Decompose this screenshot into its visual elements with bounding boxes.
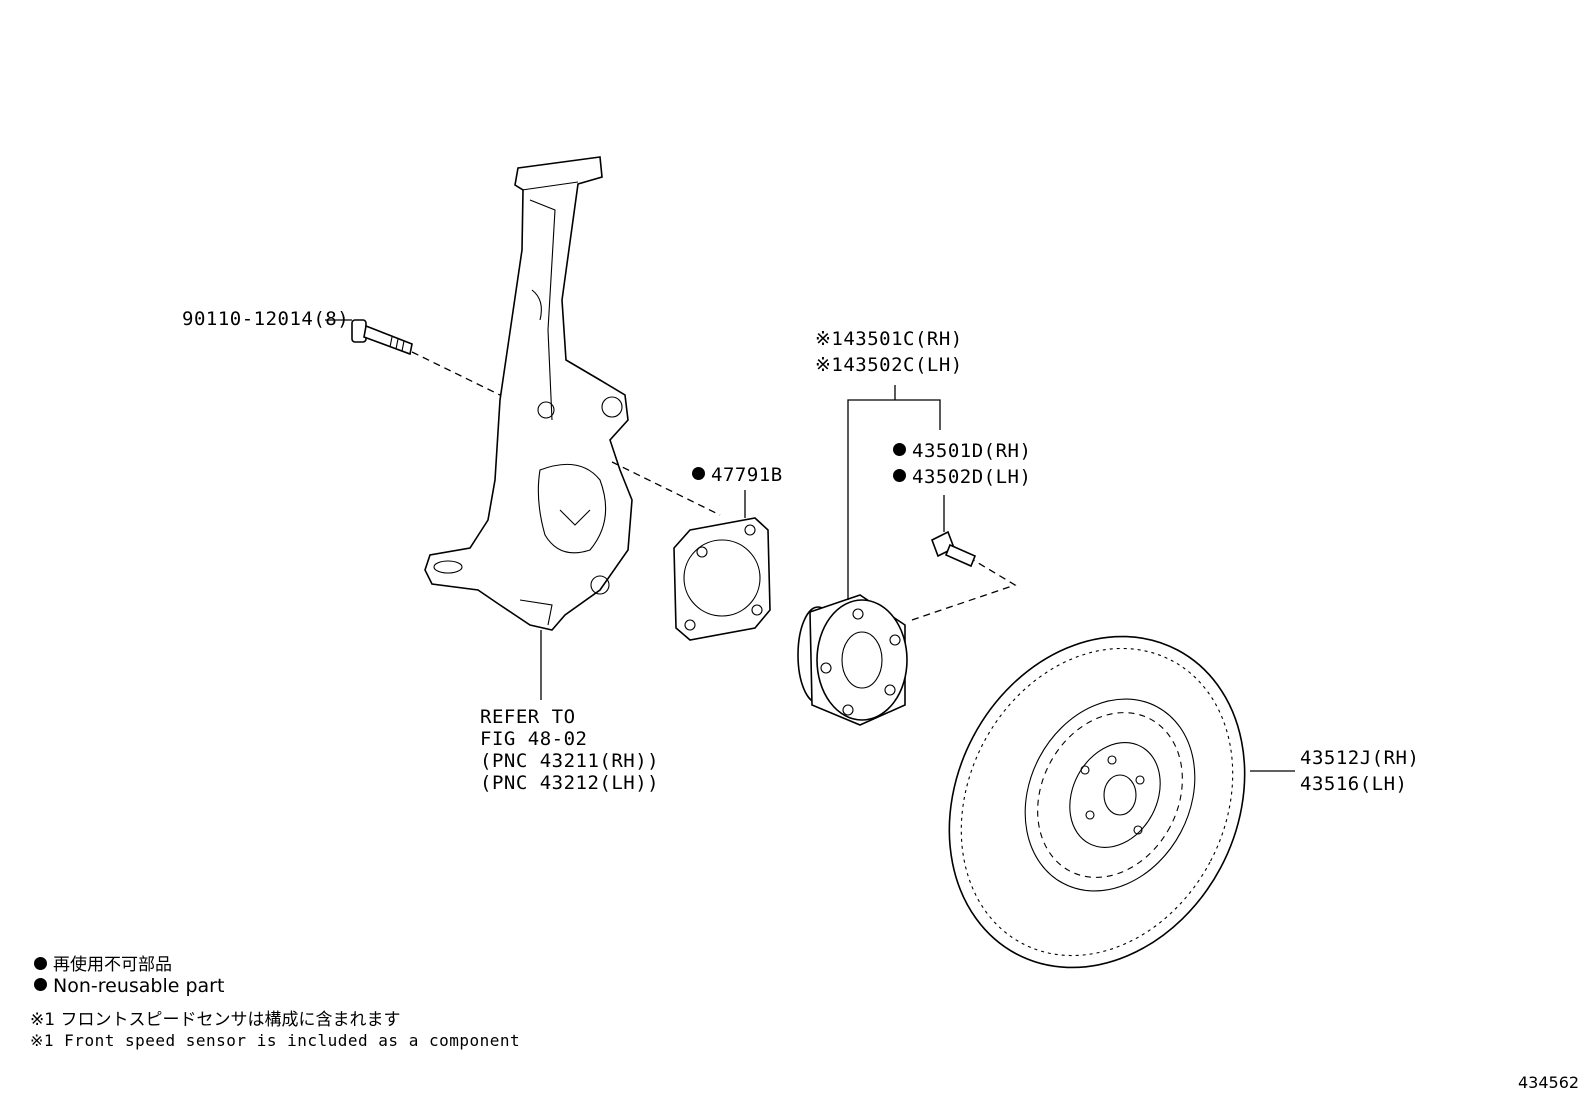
nonreusable-bullet-icon bbox=[34, 978, 47, 991]
refer-line-2: FIG 48-02 bbox=[480, 728, 588, 750]
refer-line-1: REFER TO bbox=[480, 706, 576, 728]
nonreusable-bullet-icon bbox=[893, 443, 906, 456]
bolt-part bbox=[351, 319, 413, 356]
nonreusable-bullet-icon bbox=[34, 956, 47, 970]
legend-nonreusable-en: Non-reusable part bbox=[34, 975, 224, 997]
disc-lh-label: 43516(LH) bbox=[1300, 773, 1408, 795]
hub-bolt-part bbox=[930, 530, 977, 568]
stud-rh-label: 43501D(RH) bbox=[893, 440, 1031, 462]
disc-rh-label: 43512J(RH) bbox=[1300, 747, 1420, 769]
steering-knuckle-part bbox=[424, 156, 633, 631]
legend-nonreusable-jp: 再使用不可部品 bbox=[34, 950, 172, 975]
gasket-label: 47791B bbox=[692, 464, 783, 486]
refer-line-4: (PNC 43212(LH)) bbox=[480, 772, 660, 794]
refer-line-3: (PNC 43211(RH)) bbox=[480, 750, 660, 772]
sensor-lh-label: ※143502C(LH) bbox=[815, 354, 963, 376]
legend-note-jp: ※1 フロントスピードセンサは構成に含まれます bbox=[30, 1010, 401, 1030]
disc-rotor-part bbox=[948, 635, 1246, 969]
gasket-part bbox=[673, 517, 771, 641]
stud-lh-label: 43502D(LH) bbox=[893, 466, 1031, 488]
legend-note-en: ※1 Front speed sensor is included as a c… bbox=[30, 1031, 521, 1050]
nonreusable-bullet-icon bbox=[692, 467, 705, 480]
hub-bearing-part bbox=[797, 594, 908, 726]
bolt-label: 90110-12014(8) bbox=[182, 308, 350, 330]
nonreusable-bullet-icon bbox=[893, 469, 906, 482]
sensor-rh-label: ※143501C(RH) bbox=[815, 328, 963, 350]
figure-number: 434562 bbox=[1518, 1073, 1580, 1092]
